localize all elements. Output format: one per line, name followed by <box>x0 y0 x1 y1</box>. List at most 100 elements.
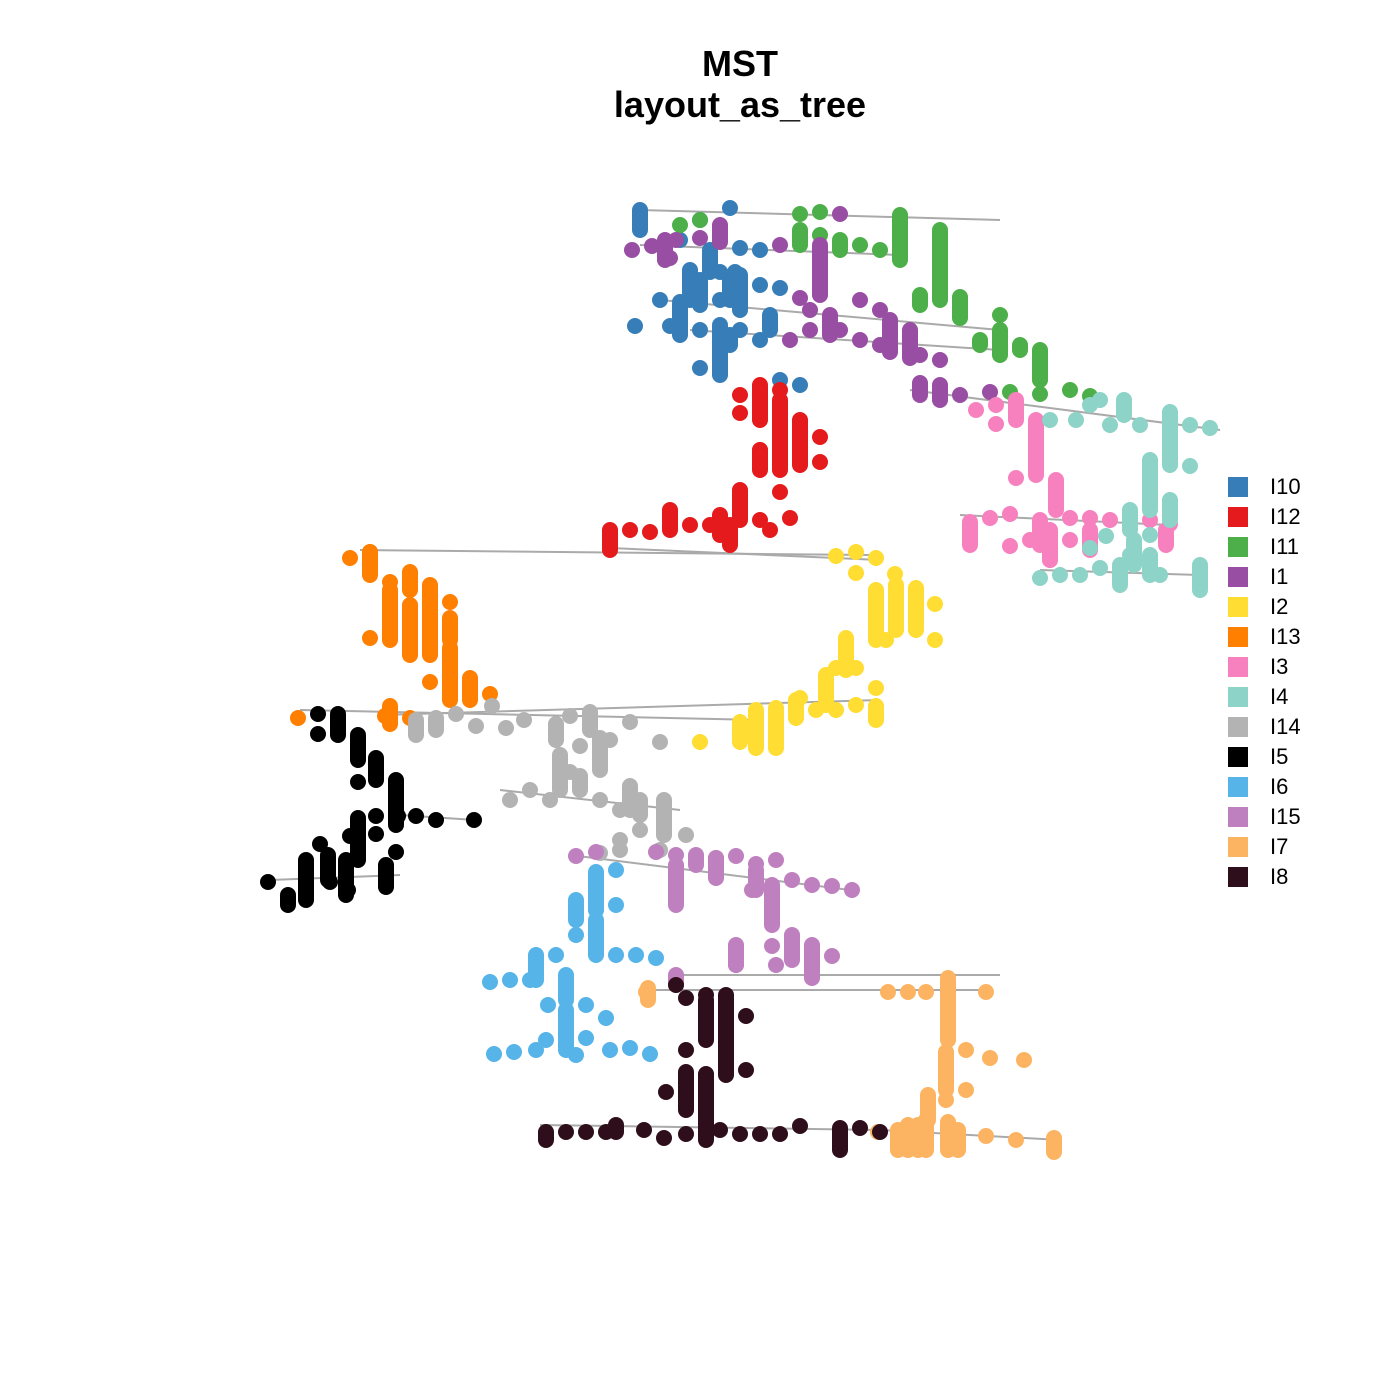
legend-label: I13 <box>1270 624 1301 649</box>
legend-swatch <box>1228 867 1248 887</box>
mst-node-stack <box>402 597 418 663</box>
legend-swatch <box>1228 837 1248 857</box>
legend-label: I5 <box>1270 744 1289 769</box>
mst-node <box>608 862 624 878</box>
mst-node <box>602 1042 618 1058</box>
mst-node-stack <box>784 927 800 968</box>
mst-node <box>542 792 558 808</box>
mst-node-stack <box>932 377 948 408</box>
mst-node-stack <box>338 852 354 903</box>
mst-node-stack <box>1116 392 1132 423</box>
mst-node <box>772 280 788 296</box>
mst-node-stack <box>868 698 884 728</box>
mst-node <box>1042 412 1058 428</box>
mst-node-stack <box>698 1067 714 1128</box>
mst-node <box>1092 392 1108 408</box>
mst-node <box>506 1044 522 1060</box>
edge-layer <box>269 209 1221 1141</box>
mst-node <box>428 812 444 828</box>
mst-node <box>982 510 998 526</box>
mst-node <box>978 1128 994 1144</box>
mst-node-stack <box>668 857 684 913</box>
mst-node <box>642 524 658 540</box>
mst-node <box>958 1082 974 1098</box>
mst-node <box>538 1032 554 1048</box>
mst-node <box>627 318 643 334</box>
mst-node <box>732 1126 748 1142</box>
legend-swatch <box>1228 597 1248 617</box>
mst-node <box>782 332 798 348</box>
mst-node-stack <box>428 710 444 738</box>
mst-node <box>812 454 828 470</box>
legend-item: I12 <box>1228 502 1301 532</box>
mst-node-stack <box>672 297 688 343</box>
mst-node <box>1032 570 1048 586</box>
mst-node-stack <box>932 252 948 303</box>
mst-node-stack <box>972 332 988 353</box>
mst-node <box>578 1030 594 1046</box>
mst-node-stack <box>362 544 378 583</box>
legend-label: I15 <box>1270 804 1301 829</box>
mst-node-stack <box>832 1120 848 1158</box>
mst-node-stack <box>912 375 928 403</box>
mst-node <box>988 416 1004 432</box>
mst-node <box>628 947 644 963</box>
mst-node-stack <box>792 222 808 253</box>
mst-node <box>362 630 378 646</box>
mst-node <box>752 1126 768 1142</box>
mst-node-stack <box>1042 522 1058 568</box>
mst-node-stack <box>350 810 366 868</box>
mst-node-stack <box>582 704 598 738</box>
mst-node <box>958 1042 974 1058</box>
mst-node <box>568 848 584 864</box>
mst-node-stack <box>657 232 673 268</box>
mst-node-stack <box>368 750 384 788</box>
mst-node <box>900 984 916 1000</box>
mst-node <box>1052 567 1068 583</box>
mst-node <box>782 510 798 526</box>
legend-swatch <box>1228 657 1248 677</box>
mst-node <box>828 548 844 564</box>
mst-node <box>692 734 708 750</box>
mst-node-stack <box>662 502 678 538</box>
mst-node-stack <box>804 937 820 986</box>
mst-node-stack <box>350 727 366 768</box>
mst-node-stack <box>422 577 438 663</box>
mst-node <box>772 237 788 253</box>
mst-node <box>768 957 784 973</box>
legend-label: I3 <box>1270 654 1289 679</box>
mst-node <box>540 997 556 1013</box>
mst-node <box>608 897 624 913</box>
mst-node-stack <box>678 1087 694 1113</box>
mst-node <box>978 984 994 1000</box>
mst-node-stack <box>912 287 928 313</box>
mst-node <box>1008 1132 1024 1148</box>
mst-node <box>824 948 840 964</box>
legend-item: I2 <box>1228 592 1301 622</box>
mst-node <box>592 792 608 808</box>
mst-node <box>1132 417 1148 433</box>
mst-node <box>880 984 896 1000</box>
mst-node-stack <box>890 1122 906 1158</box>
mst-node-stack <box>764 877 780 933</box>
legend-label: I12 <box>1270 504 1301 529</box>
mst-node-stack <box>992 322 1008 363</box>
mst-node <box>408 808 424 824</box>
mst-node-stack <box>1112 557 1128 593</box>
mst-node <box>722 200 738 216</box>
legend-item: I10 <box>1228 472 1301 502</box>
mst-node <box>578 997 594 1013</box>
mst-node <box>678 827 694 843</box>
mst-node-stack <box>1122 502 1138 538</box>
mst-node <box>692 360 708 376</box>
mst-node <box>1062 510 1078 526</box>
mst-node <box>792 1118 808 1134</box>
mst-node-stack <box>752 442 768 478</box>
mst-node <box>558 1124 574 1140</box>
legend-item: I5 <box>1228 742 1301 772</box>
mst-node <box>502 972 518 988</box>
mst-node <box>852 332 868 348</box>
mst-node <box>932 352 948 368</box>
